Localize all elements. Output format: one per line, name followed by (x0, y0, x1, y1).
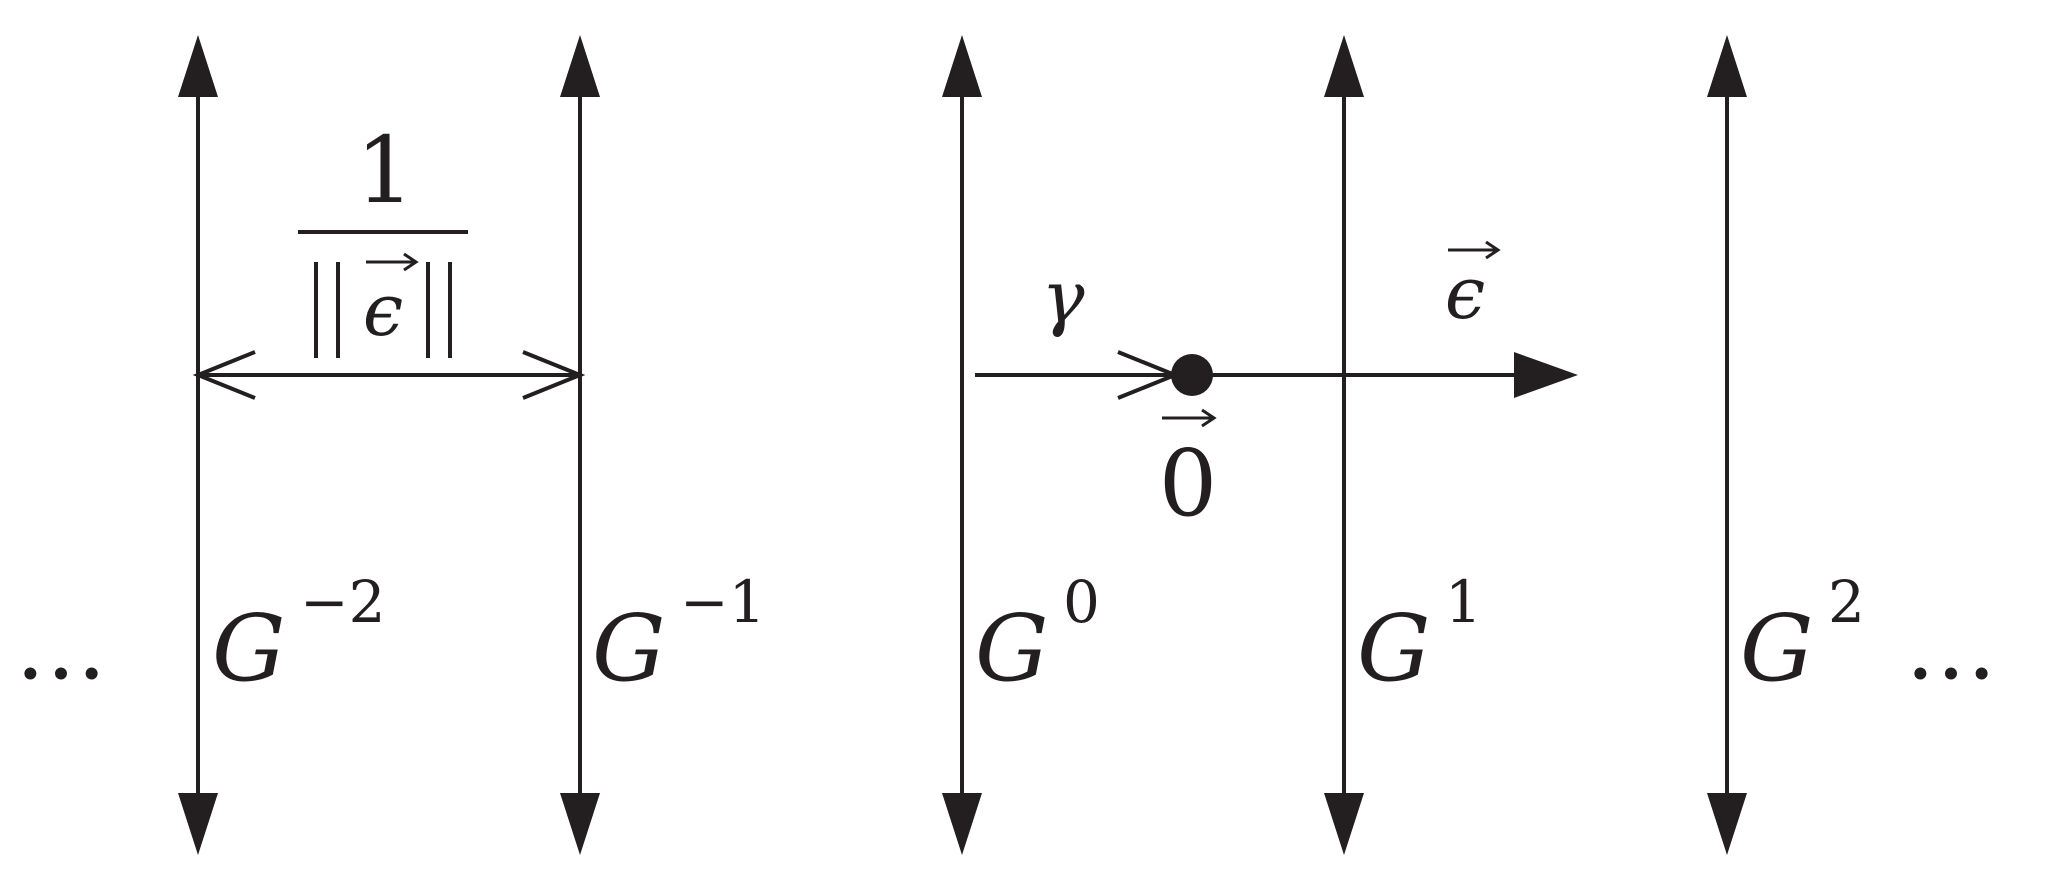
fraction-numerator: 1 (356, 117, 415, 224)
spacing-fraction: 1 ϵ (298, 117, 468, 358)
epsilon-label: ϵ (1445, 240, 1501, 335)
vertical-line-g-minus-1 (560, 35, 600, 855)
label-g-0: G 0 (975, 568, 1100, 702)
arrow-down-icon (560, 793, 600, 855)
label-g-1: G 1 (1357, 568, 1482, 702)
arrow-up-icon (942, 35, 982, 97)
arrow-up-icon (1707, 35, 1747, 97)
label-base: G (1740, 595, 1814, 702)
arrow-down-icon (942, 793, 982, 855)
arrow-down-icon (1324, 793, 1364, 855)
label-exponent: 1 (1445, 568, 1482, 636)
label-base: G (592, 595, 666, 702)
vector-arrow-icon (1448, 240, 1501, 260)
label-base: G (975, 595, 1049, 702)
label-g-minus-1: G −1 (592, 568, 766, 702)
open-arrow-left-icon (192, 350, 256, 400)
label-base: G (1357, 595, 1431, 702)
arrow-up-icon (1324, 35, 1364, 97)
ellipsis-left: … (15, 593, 107, 700)
gamma-label: γ (1041, 255, 1085, 339)
origin-point (1171, 354, 1213, 396)
open-arrow-right-icon (522, 350, 586, 400)
arrow-down-icon (1707, 793, 1747, 855)
label-base: G (212, 595, 286, 702)
label-g-minus-2: G −2 (212, 568, 386, 702)
label-exponent: 0 (1063, 568, 1100, 636)
fraction-epsilon: ϵ (363, 268, 403, 352)
origin-label: 0 (1159, 408, 1218, 537)
origin-label-text: 0 (1159, 430, 1218, 537)
vertical-line-g-0 (942, 35, 982, 855)
vertical-line-g-1 (1324, 35, 1364, 855)
epsilon-label-text: ϵ (1445, 251, 1485, 335)
arrow-down-icon (178, 793, 218, 855)
vertical-line-g-2 (1707, 35, 1747, 855)
label-exponent: 2 (1828, 568, 1865, 636)
label-exponent: −1 (680, 568, 766, 636)
spacing-arrow (192, 350, 586, 400)
ellipsis-right: … (1905, 593, 1997, 700)
vector-arrow-icon (1162, 408, 1217, 428)
vector-arrow-icon (366, 252, 419, 272)
arrow-up-icon (178, 35, 218, 97)
label-g-2: G 2 (1740, 568, 1865, 702)
arrow-right-icon (1514, 352, 1578, 398)
vertical-line-g-minus-2 (178, 35, 218, 855)
label-exponent: −2 (300, 568, 386, 636)
arrow-up-icon (560, 35, 600, 97)
gamma-arrow (975, 350, 1181, 400)
epsilon-vector-arrow (1205, 352, 1578, 398)
